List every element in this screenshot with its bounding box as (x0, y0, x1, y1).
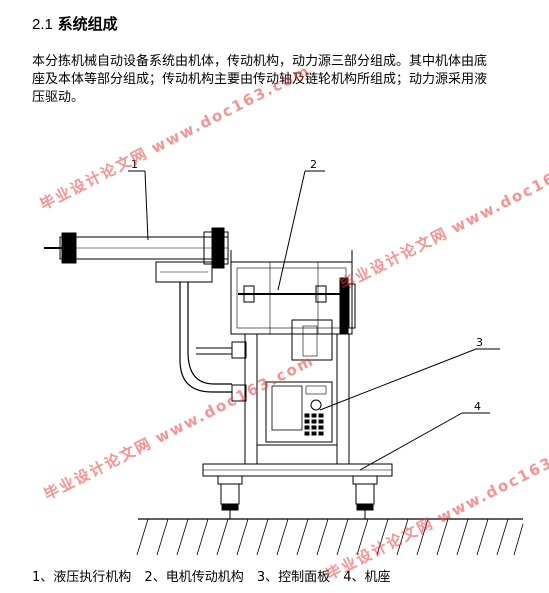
callout-4: 4 (474, 400, 481, 413)
hydraulic-pipe (179, 282, 232, 393)
valve-upper (231, 341, 247, 359)
valve-lower (231, 384, 247, 402)
paragraph-line-2: 座及本体等部分组成；传动机构主要由传动轴及链轮机构所组成；动力源采用液 (32, 72, 488, 87)
caster-left (217, 475, 243, 519)
motor (291, 319, 333, 361)
caption-item-4: 4、机座 (343, 570, 391, 585)
figure-caption: 1、液压执行机构 2、电机传动机构 3、控制面板 4、机座 (32, 566, 400, 585)
machine-drawing: 1 2 3 4 (44, 158, 524, 556)
callout-1: 1 (131, 158, 138, 171)
hydraulic-cylinder (44, 227, 229, 269)
cylinder-mount (155, 261, 213, 283)
section-number: 2.1 (32, 16, 53, 33)
caption-item-2: 2、电机传动机构 (144, 570, 244, 585)
paragraph-line-3: 压驱动。 (32, 90, 85, 105)
caster-right (352, 475, 378, 519)
callout-3: 3 (476, 336, 483, 349)
caption-item-1: 1、液压执行机构 (32, 570, 132, 585)
caption-item-3: 3、控制面板 (256, 570, 331, 585)
ground-hatch (136, 518, 524, 556)
callout-2: 2 (310, 158, 317, 171)
paragraph-line-1: 本分拣机械自动设备系统由机体，传动机构，动力源三部分组成。其中机体由底 (32, 54, 488, 69)
section-title: 系统组成 (57, 15, 118, 33)
chain-sprocket (339, 277, 356, 335)
section-heading: 2.1 系统组成 (32, 13, 118, 34)
body-paragraph: 本分拣机械自动设备系统由机体，传动机构，动力源三部分组成。其中机体由底 座及本体… (32, 53, 517, 107)
control-panel (265, 381, 333, 443)
